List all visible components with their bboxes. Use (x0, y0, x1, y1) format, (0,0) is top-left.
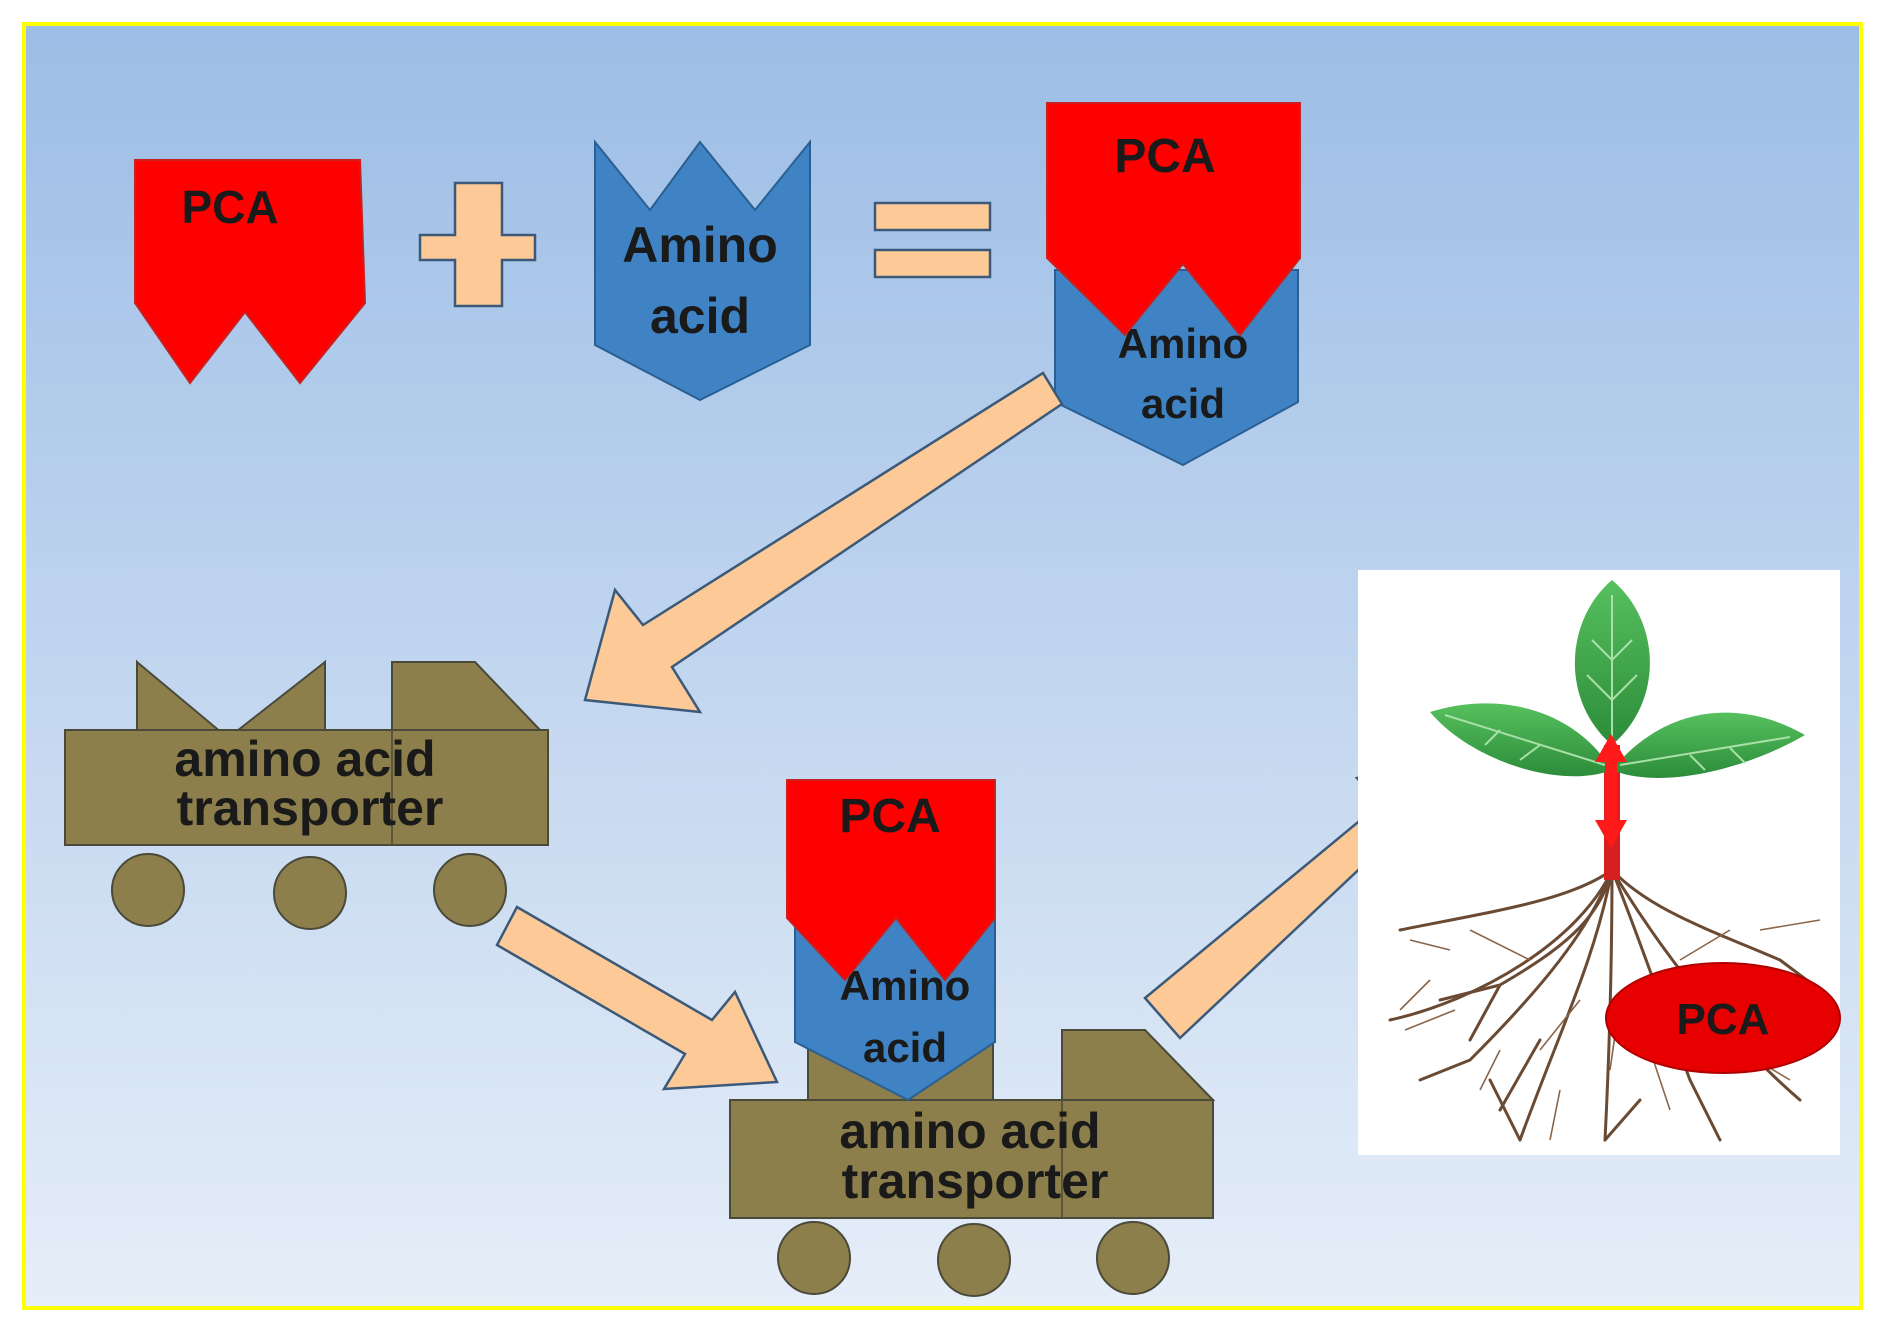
wheel (777, 1221, 851, 1295)
amino-acid-block: Amino acid (594, 139, 811, 402)
root-pca-label: PCA (1677, 995, 1770, 1044)
amino-acid-label-line2: acid (650, 288, 750, 344)
leaf-veins (1444, 595, 1791, 771)
wheel (937, 1223, 1011, 1297)
complex-amino-line1: Amino (1118, 320, 1249, 367)
pca-block-left: PCA (134, 159, 367, 385)
leaf-right (1612, 712, 1805, 778)
arrow-to-loaded-transporter (495, 905, 779, 1091)
loaded-transporter-label-line1: amino acid (839, 1103, 1100, 1159)
amino-acid-label-line1: Amino (622, 217, 778, 273)
wheel (1096, 1221, 1170, 1295)
loaded-transporter-label-line2: transporter (842, 1153, 1109, 1209)
pca-label: PCA (181, 181, 278, 233)
cargo-amino-line2: acid (863, 1024, 947, 1071)
equals-icon (873, 201, 992, 279)
complex-pca-label: PCA (1114, 130, 1215, 183)
cargo-pca-label: PCA (839, 790, 940, 843)
transporter-loaded: amino acid transporter (729, 1029, 1216, 1297)
plant-panel: PCA (1358, 570, 1841, 1155)
transporter-label-line1: amino acid (174, 731, 435, 787)
leaf-left (1430, 703, 1612, 777)
plus-icon (418, 181, 537, 308)
transport-double-arrow (1595, 734, 1627, 848)
transporter-label-line2: transporter (177, 780, 444, 836)
wheel (111, 853, 185, 927)
wheel (433, 853, 507, 927)
pca-amino-complex-cargo: Amino acid PCA (786, 779, 996, 1102)
wheel (273, 856, 347, 930)
pca-amino-complex-top: Amino acid PCA (1046, 102, 1301, 467)
root-pca-ellipse (1605, 962, 1841, 1074)
arrow-to-transporter (583, 371, 1064, 714)
transporter-empty: amino acid transporter (64, 659, 549, 930)
complex-amino-line2: acid (1141, 380, 1225, 427)
